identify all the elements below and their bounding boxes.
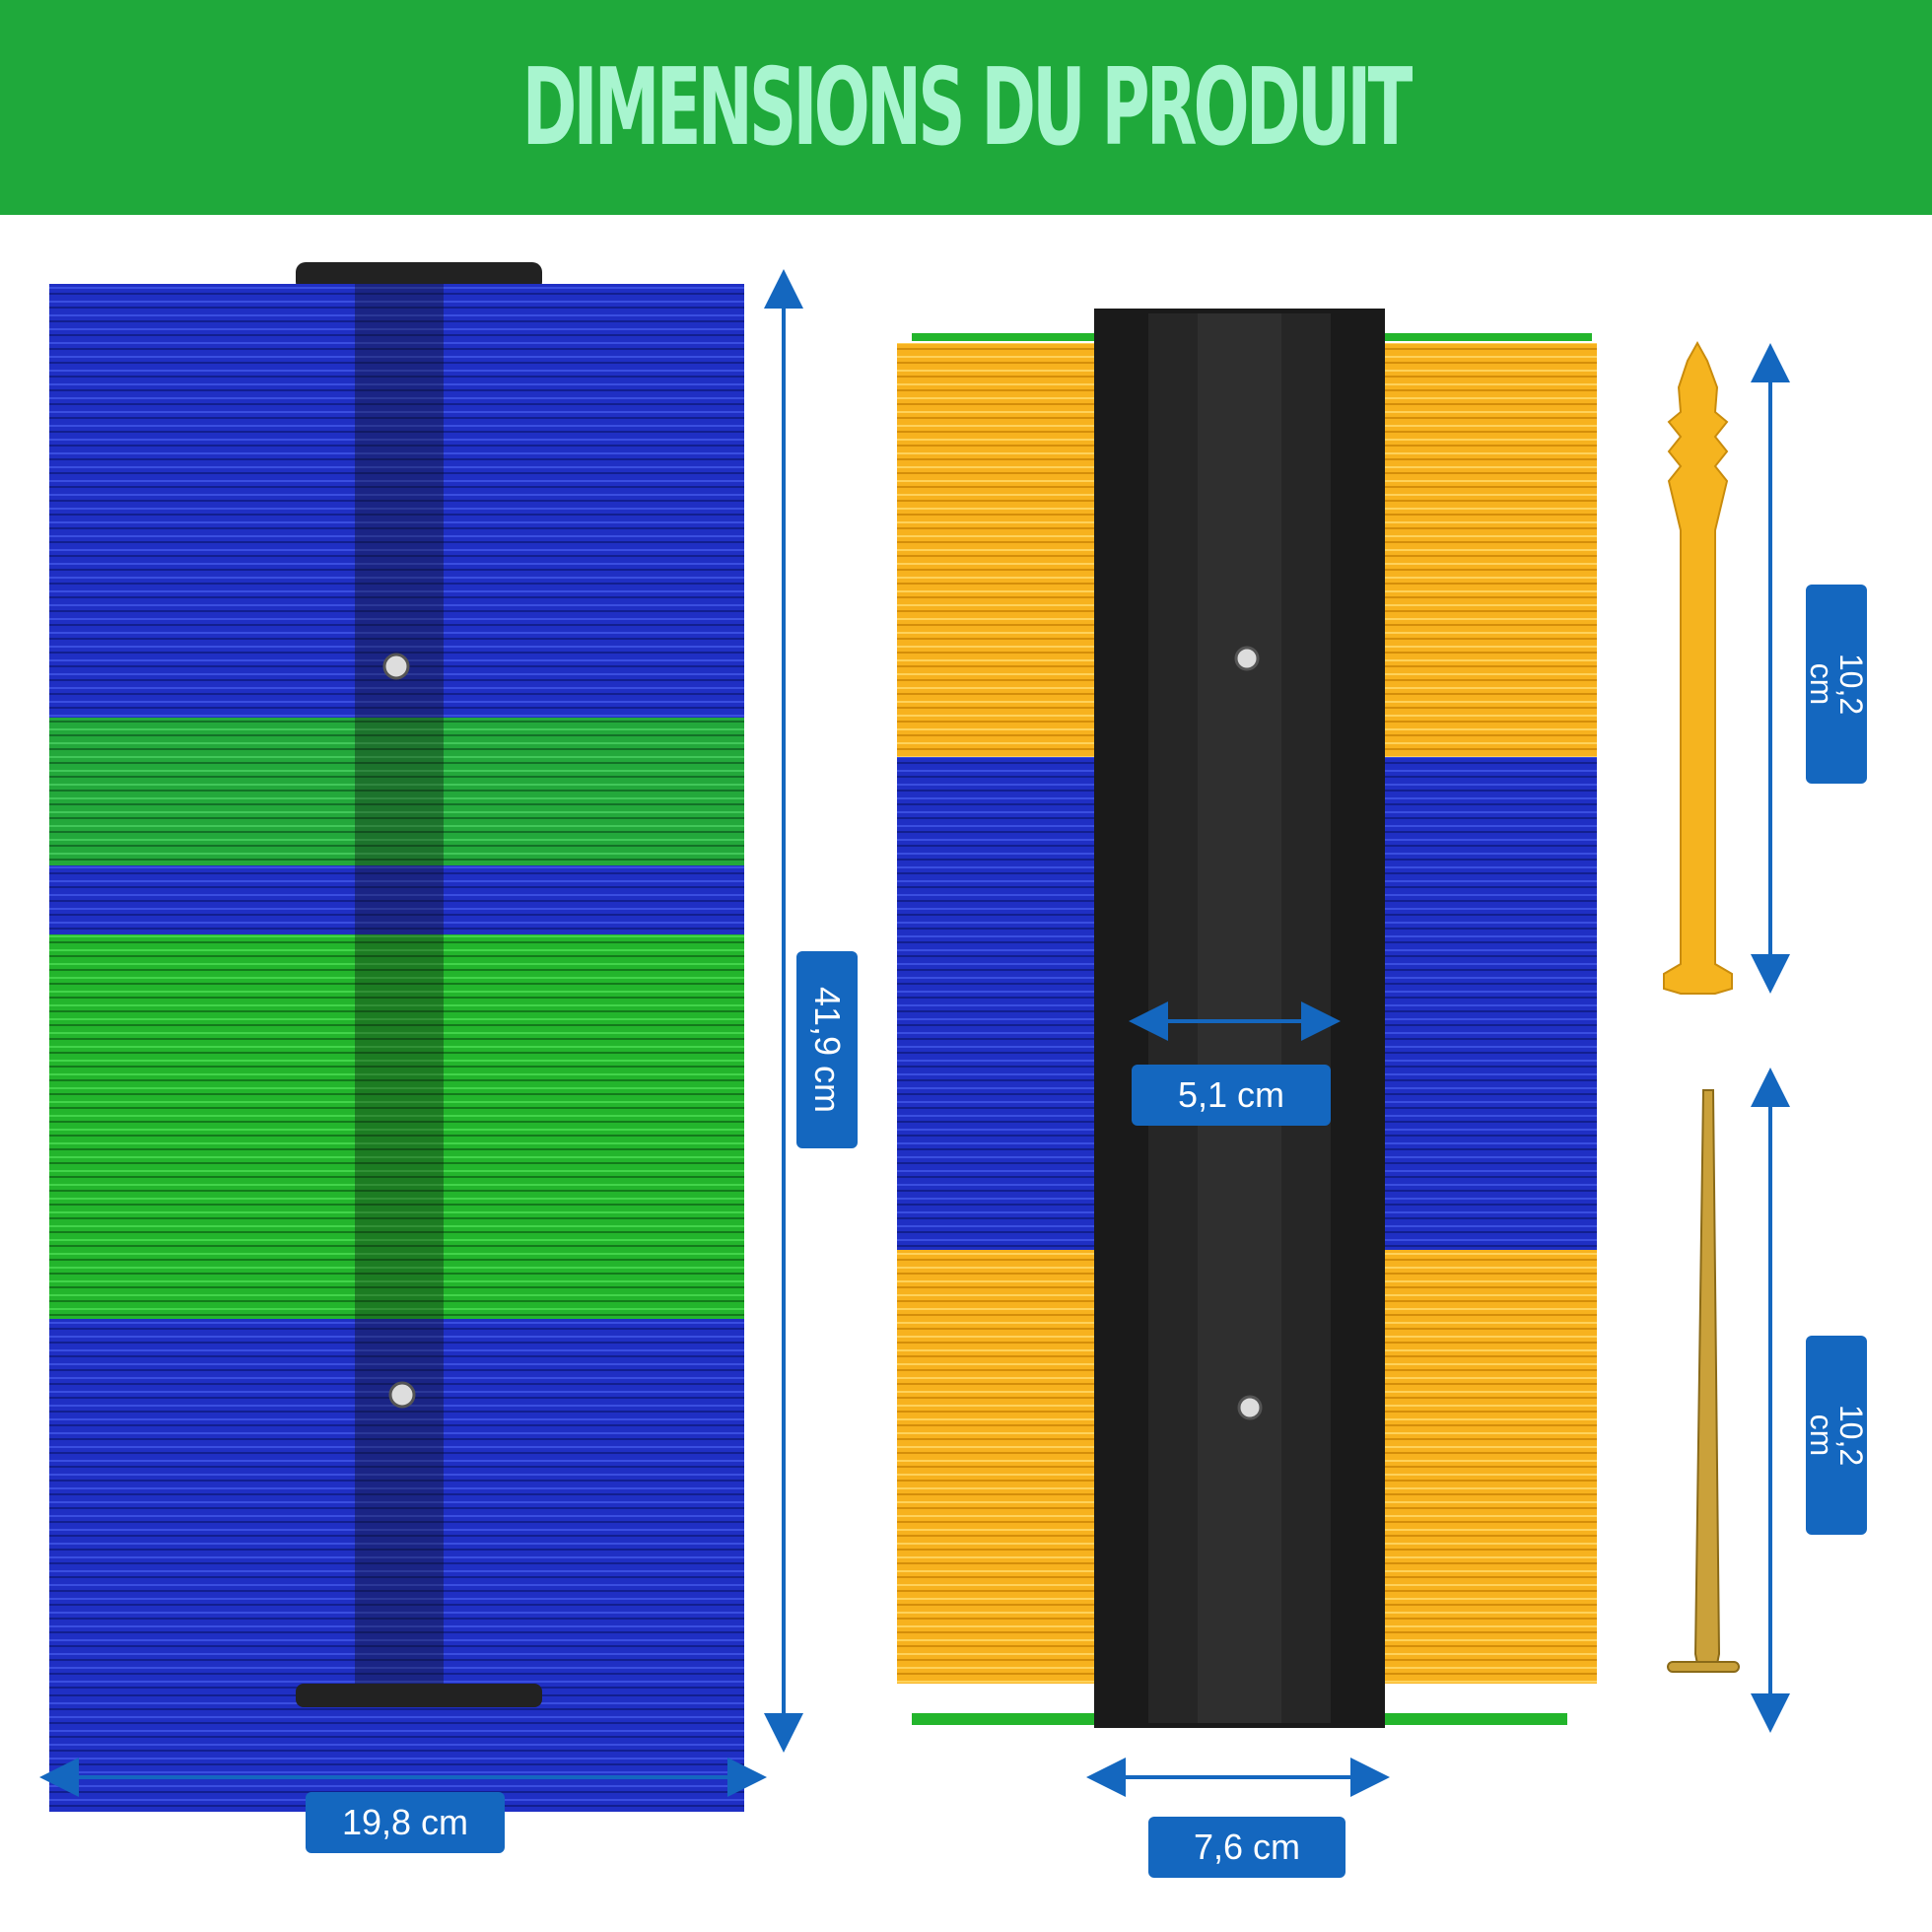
anchor-length-label: 10,2 cm bbox=[1804, 585, 1869, 784]
flat-brush bbox=[897, 309, 1597, 1728]
banner-title: DIMENSIONS DU PRODUIT bbox=[522, 45, 1414, 170]
title-banner: DIMENSIONS DU PRODUIT bbox=[0, 0, 1932, 215]
wall-anchor bbox=[1663, 340, 1733, 995]
height-label-left: 41,9 cm bbox=[796, 951, 858, 1148]
height-label-left-text: 41,9 cm bbox=[807, 986, 848, 1114]
screw-length-label-text: 10,2 cm bbox=[1804, 1404, 1869, 1467]
round-brush bbox=[49, 262, 744, 1812]
anchor-length-label-text: 10,2 cm bbox=[1804, 653, 1869, 716]
dimension-lines bbox=[39, 269, 1790, 1797]
bottom-width-label-right: 7,6 cm bbox=[1148, 1817, 1346, 1878]
screw-length-label: 10,2 cm bbox=[1804, 1336, 1869, 1535]
inner-width-label: 5,1 cm bbox=[1132, 1065, 1331, 1126]
width-label-left: 19,8 cm bbox=[306, 1792, 505, 1853]
wood-screw bbox=[1667, 1089, 1740, 1673]
product-illustration bbox=[39, 262, 1790, 1812]
